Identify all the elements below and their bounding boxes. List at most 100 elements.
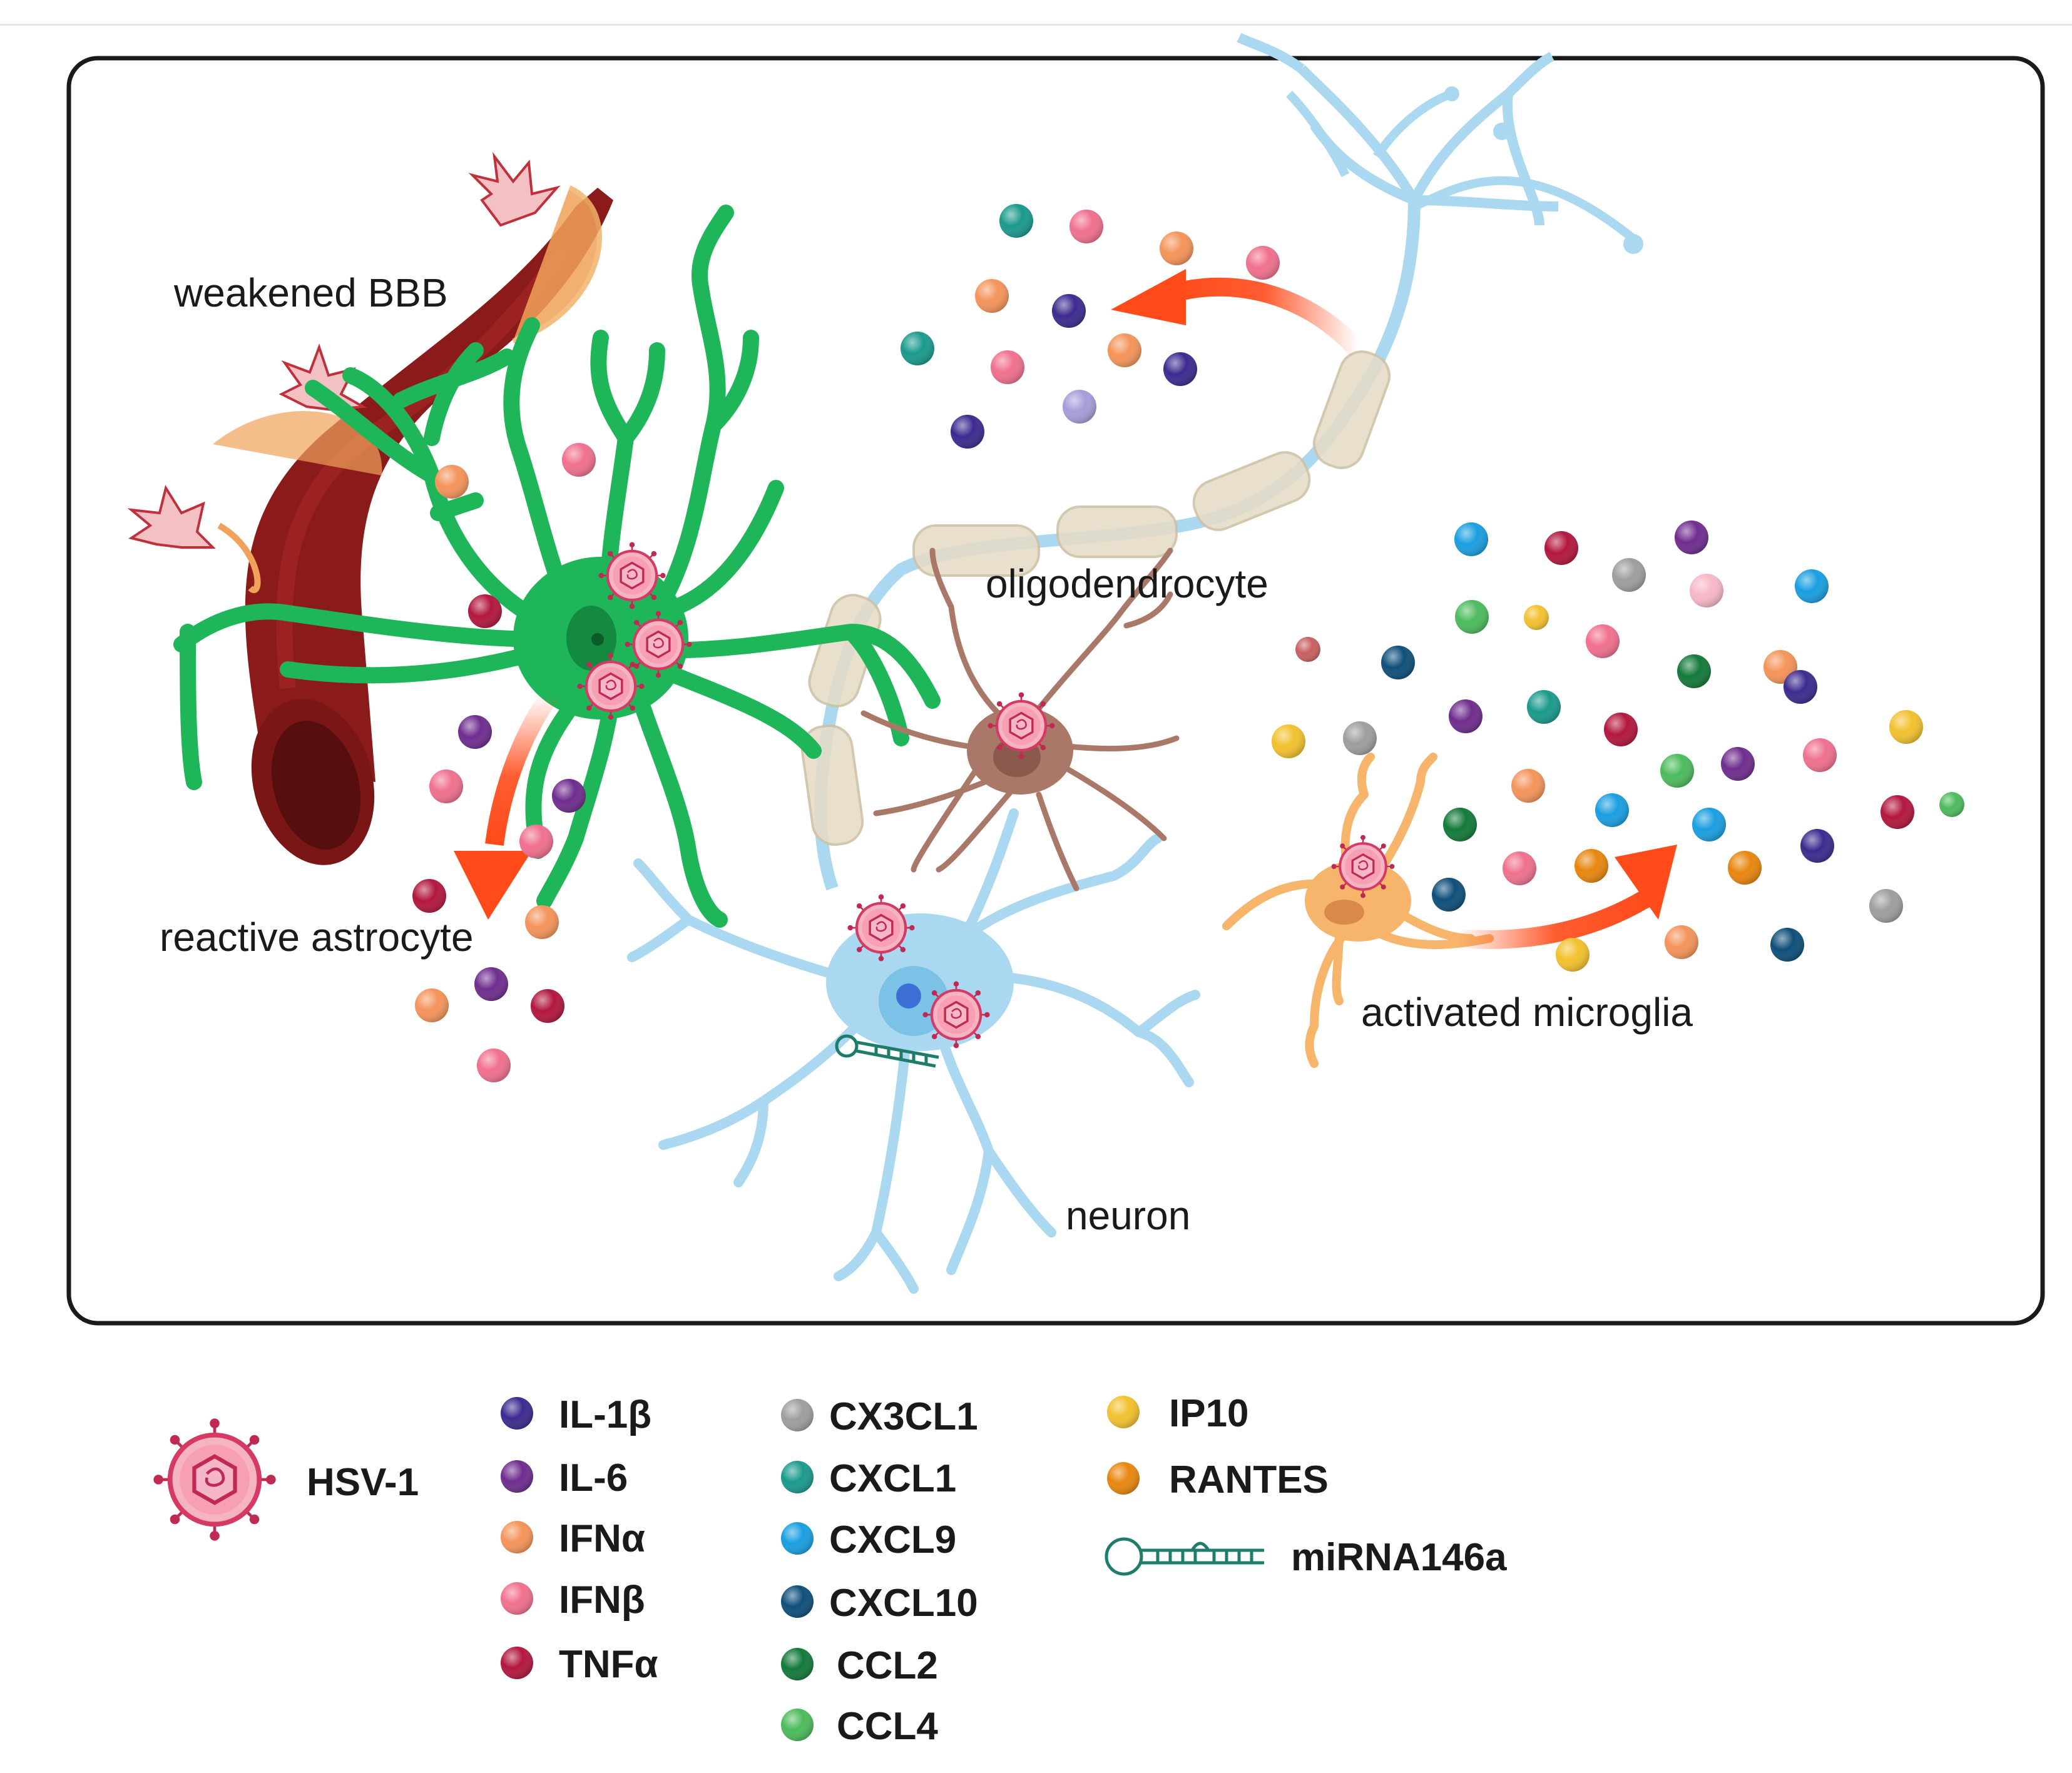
particle-shade xyxy=(951,415,984,449)
label-weakened-bbb: weakened BBB xyxy=(173,270,448,315)
legend-cytokine-1: IL-1β xyxy=(501,1393,651,1436)
particle-shade xyxy=(1803,738,1837,772)
label-activated-microglia: activated microglia xyxy=(1361,990,1693,1035)
release-arrow-neuron xyxy=(1111,269,1365,357)
particle-shade xyxy=(1784,670,1817,704)
legend-mirna: miRNA146a xyxy=(1105,1536,1507,1579)
legend-label-ip10: IP10 xyxy=(1169,1392,1249,1435)
particle-shade xyxy=(999,204,1033,238)
particle-shade xyxy=(901,332,934,365)
legend-label-il6: IL-6 xyxy=(559,1456,628,1500)
legend-label-cxcl10: CXCL10 xyxy=(829,1582,978,1625)
particle-shade xyxy=(1869,889,1903,923)
legend-label-rantes: RANTES xyxy=(1169,1458,1329,1501)
myelin-sheaths xyxy=(800,350,1391,846)
legend-chemokine-2: CXCL1 xyxy=(781,1457,956,1500)
particle-shade xyxy=(1063,390,1096,424)
particle-shade xyxy=(1108,333,1141,367)
particle-shade xyxy=(474,967,508,1001)
particle-shade xyxy=(1160,231,1193,265)
top-divider xyxy=(0,24,2072,26)
particle-shade xyxy=(412,879,446,913)
legend-label-cx3cl1: CX3CL1 xyxy=(829,1395,978,1438)
particle-shade xyxy=(1503,851,1536,885)
particle-shade xyxy=(1069,210,1103,243)
particle-shade xyxy=(1052,294,1086,328)
particle-shade xyxy=(1443,808,1477,841)
release-arrow-astrocyte xyxy=(454,689,559,920)
legend-label-ifnb: IFNβ xyxy=(559,1578,645,1622)
particle-shade xyxy=(991,350,1024,384)
cytokine-particles xyxy=(412,204,1964,1082)
particle-shade xyxy=(1690,574,1723,607)
legend-hsv1: HSV-1 xyxy=(153,1418,419,1540)
legend-label-cxcl1: CXCL1 xyxy=(829,1457,956,1500)
particle-shade xyxy=(1889,710,1923,744)
particle-shade xyxy=(1770,928,1804,962)
particle-shade xyxy=(975,279,1009,313)
particle-shade xyxy=(1454,522,1488,556)
legend-chemokine-3: CXCL9 xyxy=(781,1518,956,1562)
particle-shade xyxy=(1595,793,1629,827)
microglia-cell xyxy=(1222,753,1494,1068)
label-neuron: neuron xyxy=(1066,1193,1190,1238)
particle-shade xyxy=(552,779,586,813)
legend-cytokine-2: IL-6 xyxy=(501,1456,628,1500)
legend-hsv1-label: HSV-1 xyxy=(307,1461,419,1504)
release-arrow-microglia xyxy=(1457,845,1677,949)
legend-label-mirna: miRNA146a xyxy=(1291,1536,1507,1579)
particle-shade xyxy=(1939,792,1964,817)
legend-chemokine-5: CCL2 xyxy=(781,1644,938,1687)
particle-shade xyxy=(1556,938,1590,972)
particle-shade xyxy=(1677,654,1711,688)
particle-shade xyxy=(1295,637,1320,662)
legend-label-ccl4: CCL4 xyxy=(837,1705,938,1748)
legend-chemokine-4: CXCL10 xyxy=(781,1582,978,1625)
particle-shade xyxy=(1524,605,1549,630)
particle-shade xyxy=(1381,646,1415,679)
particle-shade xyxy=(1432,878,1466,912)
legend-label-ifna: IFNα xyxy=(559,1517,645,1560)
particle-shade xyxy=(1246,246,1280,280)
particle-shade xyxy=(525,905,559,939)
legend-chemokine-6: CCL4 xyxy=(781,1705,938,1748)
legend-cytokine-5: TNFα xyxy=(501,1643,658,1686)
particle-shade xyxy=(519,825,553,858)
particle-shade xyxy=(1660,754,1694,788)
particle-shade xyxy=(1449,699,1483,733)
particle-shade xyxy=(1163,352,1197,386)
particle-shade xyxy=(458,715,492,749)
label-reactive-astrocyte: reactive astrocyte xyxy=(160,915,474,960)
particle-shade xyxy=(1574,849,1608,883)
legend-cytokine-4: IFNβ xyxy=(501,1578,645,1622)
legend-label-tnfa: TNFα xyxy=(559,1643,658,1686)
particle-shade xyxy=(1455,600,1489,634)
particle-shade xyxy=(1665,925,1698,959)
legend: HSV-1 IL-1β IL-6 IFNα IFNβ TNFα xyxy=(153,1392,1507,1748)
particle-shade xyxy=(1544,531,1578,565)
particle-shade xyxy=(1511,769,1545,803)
legend-cytokine-3: IFNα xyxy=(501,1517,645,1560)
particle-shade xyxy=(1728,851,1762,885)
bbb-leak-splashes xyxy=(127,151,561,549)
particle-shade xyxy=(1692,808,1726,841)
particle-shade xyxy=(468,594,502,628)
particle-shade xyxy=(1343,721,1377,755)
particle-shade xyxy=(531,989,564,1023)
legend-other-2: RANTES xyxy=(1107,1458,1329,1501)
particle-shade xyxy=(477,1049,511,1082)
legend-label-ccl2: CCL2 xyxy=(837,1644,938,1687)
label-oligodendrocyte: oligodendrocyte xyxy=(986,561,1268,606)
particle-shade xyxy=(1881,795,1914,829)
particle-shade xyxy=(1612,558,1646,592)
particle-shade xyxy=(1586,624,1620,658)
particle-shade xyxy=(429,770,463,803)
particle-shade xyxy=(1800,829,1834,863)
mirna-hairpin xyxy=(835,1034,939,1068)
legend-label-il1b: IL-1β xyxy=(559,1393,651,1436)
particle-shade xyxy=(1721,747,1755,781)
particle-shade xyxy=(1272,724,1305,758)
mirna-hairpin-icon xyxy=(1105,1537,1264,1576)
particle-shade xyxy=(1795,569,1829,603)
particle-shade xyxy=(1604,713,1638,746)
